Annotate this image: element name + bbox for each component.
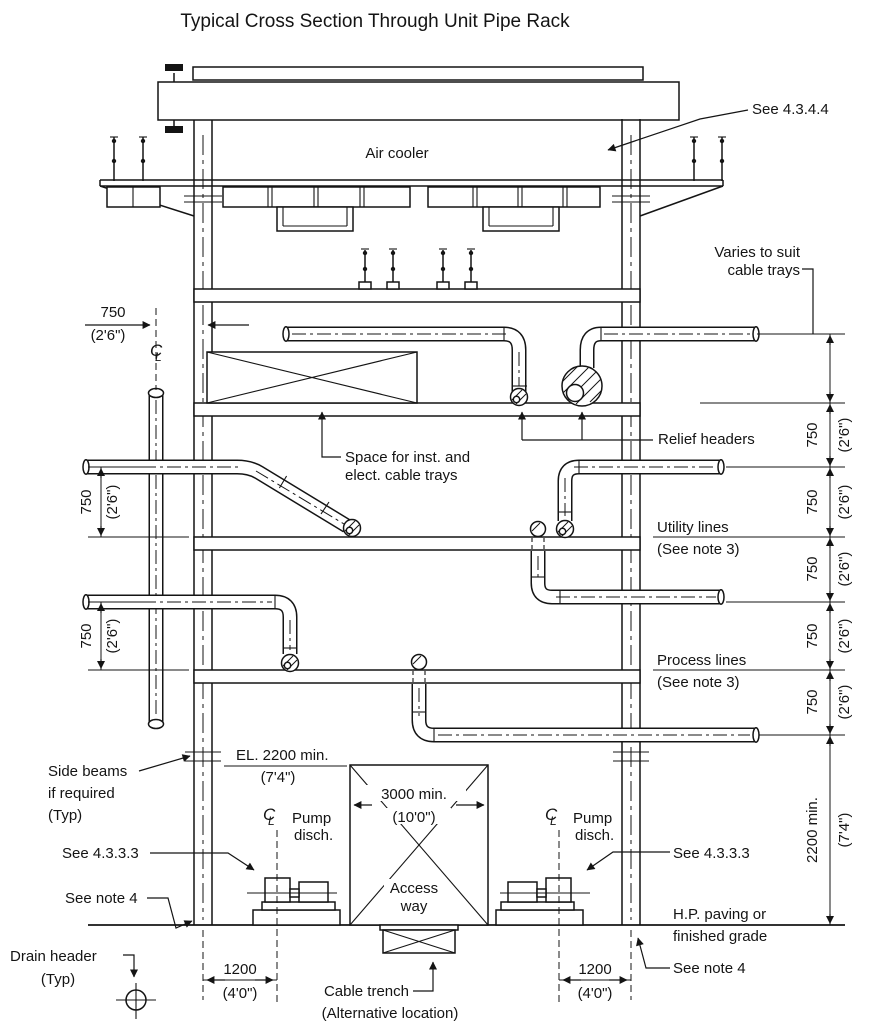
centerline-symbol-pump-right: C L <box>545 805 558 828</box>
dim-1200-r-mm: 1200 <box>578 961 611 978</box>
label-drain-header-2: (Typ) <box>41 971 75 988</box>
label-process-1: Process lines <box>657 652 746 669</box>
dim-750-top-imp: (2'6") <box>91 327 126 344</box>
label-see-4333-right: See 4.3.3.3 <box>673 845 750 862</box>
dim-750-l2-mm: 750 <box>78 623 95 648</box>
svg-text:C: C <box>545 805 558 824</box>
dim-1200-r-imp: (4'0") <box>578 985 613 1002</box>
label-see-note4-left: See note 4 <box>65 890 138 907</box>
label-el-2200-imp: (7'4") <box>261 769 296 786</box>
platform-brace-right <box>639 185 724 217</box>
dimension-left-2: 750 (2'6") <box>78 601 189 671</box>
lifting-lug-top <box>165 64 183 71</box>
label-pump-right-2: disch. <box>575 827 614 844</box>
pump-right <box>495 877 590 926</box>
fan-plenums <box>106 186 601 232</box>
riser-bottom-cap <box>147 718 165 730</box>
svg-text:L: L <box>268 814 275 828</box>
dim-750-r3-mm: 750 <box>804 556 821 581</box>
dim-750-r4-mm: 750 <box>804 623 821 648</box>
dim-750-l1-imp: (2'6") <box>104 485 121 520</box>
dimension-1200-left: 1200 (4'0") <box>202 930 277 1002</box>
centerline-symbol-riser: C L <box>150 341 163 364</box>
pipe-end-sections <box>280 387 575 673</box>
label-drain-header-1: Drain header <box>10 948 97 965</box>
page-title: Typical Cross Section Through Unit Pipe … <box>180 11 570 32</box>
dimension-left-1: 750 (2'6") <box>78 466 189 538</box>
air-cooler-assembly: Air cooler <box>99 64 726 232</box>
dim-750-r5-mm: 750 <box>804 689 821 714</box>
label-pump-right-1: Pump <box>573 810 612 827</box>
cable-tray-space-box <box>206 351 418 404</box>
dim-1200-l-imp: (4'0") <box>223 985 258 1002</box>
label-see-4344: See 4.3.4.4 <box>752 101 829 118</box>
dimension-1200-right: 1200 (4'0") <box>559 930 632 1002</box>
dim-750-r2-mm: 750 <box>804 489 821 514</box>
label-el-2200: EL. 2200 min. <box>236 747 329 764</box>
dimension-chain-right: 750 (2'6") 750 (2'6") 750 (2'6") 750 (2'… <box>653 333 853 925</box>
dim-750-r2-imp: (2'6") <box>836 485 853 520</box>
svg-text:C: C <box>263 805 276 824</box>
label-hp-paving-1: H.P. paving or <box>673 906 766 923</box>
label-pump-left-1: Pump <box>292 810 331 827</box>
dim-2200-mm: 2200 min. <box>804 797 821 863</box>
dim-2200-imp: (7'4") <box>836 813 853 848</box>
label-cable-trench-2: (Alternative location) <box>322 1005 459 1022</box>
svg-text:L: L <box>155 350 162 364</box>
pump-left <box>247 877 341 926</box>
label-tray-space-2: elect. cable trays <box>345 467 458 484</box>
relief-header-section <box>561 365 603 407</box>
rack-columns <box>184 119 650 925</box>
lifting-lug-bottom <box>165 126 183 133</box>
label-utility-1: Utility lines <box>657 519 729 536</box>
svg-text:C: C <box>150 341 163 360</box>
drain-header-symbol <box>116 983 156 1019</box>
dimensions-and-labels: See 4.3.4.4 Varies to suit cable trays 7… <box>10 101 853 1022</box>
dim-3000-mm: 3000 min. <box>381 786 447 803</box>
label-access-2: way <box>400 898 428 915</box>
label-varies-1: Varies to suit <box>714 244 800 261</box>
label-see-note4-right: See note 4 <box>673 960 746 977</box>
dim-1200-l-mm: 1200 <box>223 961 256 978</box>
label-see-4333-left: See 4.3.3.3 <box>62 845 139 862</box>
dim-750-r5-imp: (2'6") <box>836 685 853 720</box>
label-cable-trench-1: Cable trench <box>324 983 409 1000</box>
label-tray-space-1: Space for inst. and <box>345 449 470 466</box>
support-rods <box>358 248 478 290</box>
dim-750-r4-imp: (2'6") <box>836 619 853 654</box>
handrail-posts <box>110 136 726 181</box>
dim-750-top-mm: 750 <box>100 304 125 321</box>
label-pump-left-2: disch. <box>294 827 333 844</box>
label-hp-paving-2: finished grade <box>673 928 767 945</box>
label-process-2: (See note 3) <box>657 674 740 691</box>
cable-trench-box <box>379 924 459 954</box>
dim-750-r1-imp: (2'6") <box>836 418 853 453</box>
dim-750-r1-mm: 750 <box>804 422 821 447</box>
label-side-beams-1: Side beams <box>48 763 127 780</box>
centerline-symbol-pump-left: C L <box>263 805 276 828</box>
label-relief-headers: Relief headers <box>658 431 755 448</box>
label-side-beams-2: if required <box>48 785 115 802</box>
svg-text:L: L <box>550 814 557 828</box>
label-access-1: Access <box>390 880 438 897</box>
air-cooler-label: Air cooler <box>365 145 428 162</box>
piping <box>83 326 759 743</box>
rack-beams <box>193 288 641 684</box>
dim-750-r3-imp: (2'6") <box>836 552 853 587</box>
dim-750-l2-imp: (2'6") <box>104 619 121 654</box>
dim-750-l1-mm: 750 <box>78 489 95 514</box>
label-varies-2: cable trays <box>727 262 800 279</box>
dim-3000-imp: (10'0") <box>392 809 435 826</box>
label-side-beams-3: (Typ) <box>48 807 82 824</box>
label-utility-2: (See note 3) <box>657 541 740 558</box>
